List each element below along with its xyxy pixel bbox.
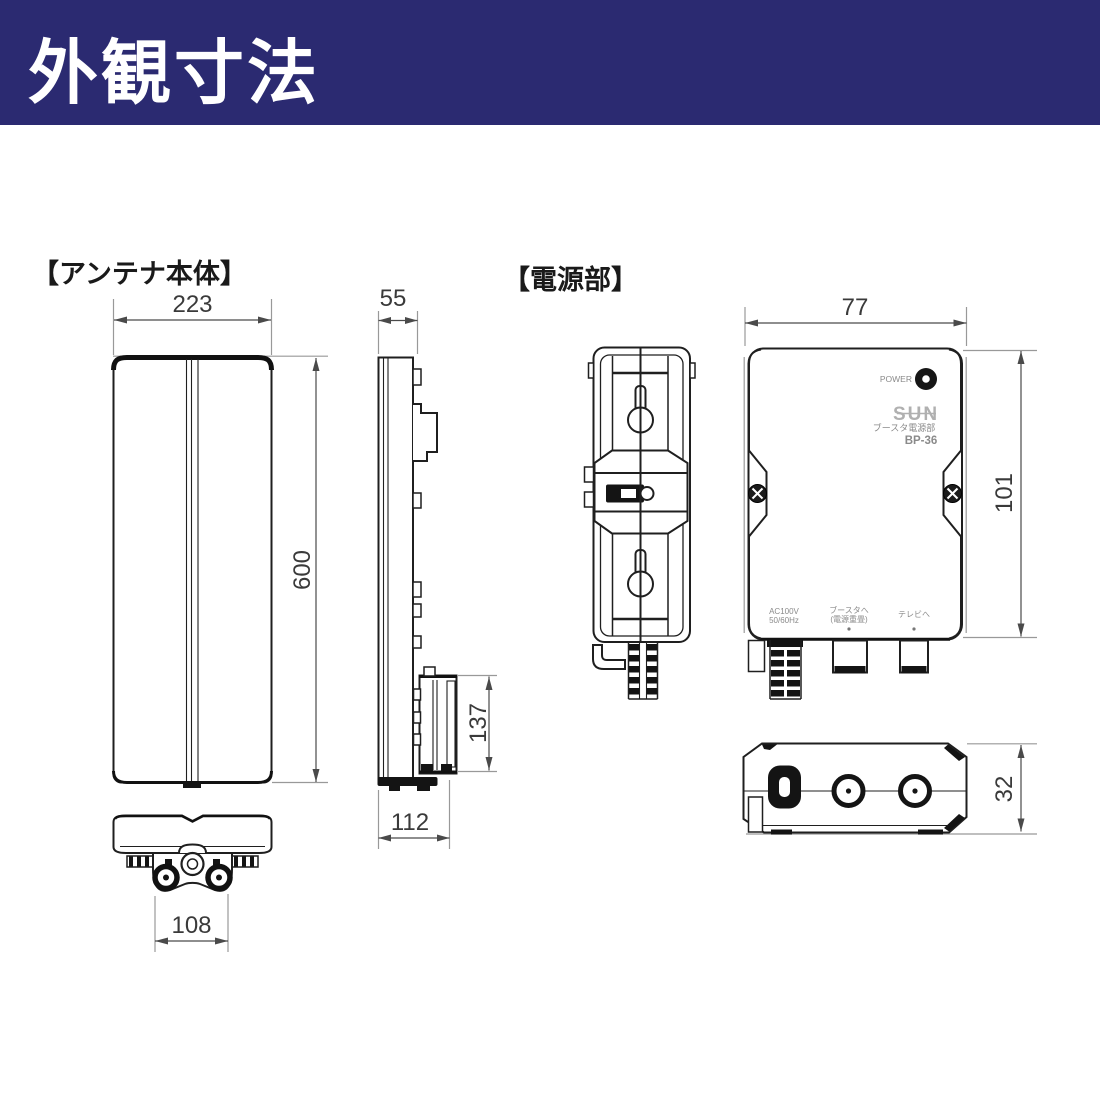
power-bottom-view: 32 (742, 742, 1037, 835)
booster-label-line2: (電源重畳) (830, 614, 868, 624)
antenna-front-view: 223 600 (111, 291, 328, 788)
screw-right (943, 484, 962, 503)
mast-hook (413, 403, 438, 462)
dim-antenna-width: 223 (172, 291, 212, 318)
ubolt-center-nut (180, 851, 205, 877)
coax-connector-booster (831, 774, 866, 808)
ac-label-line1: AC100V (769, 607, 799, 616)
page-title: 外観寸法 (28, 34, 320, 112)
section-label-antenna: 【アンテナ本体】 (32, 259, 247, 289)
power-cord-back (627, 642, 659, 700)
dim-antenna-depth: 55 (380, 285, 407, 312)
antenna-side-view: 55 137 112 (377, 285, 497, 849)
model-number: BP-36 (905, 435, 938, 447)
power-led-label: POWER (880, 374, 912, 384)
antenna-bottom-tab (183, 782, 201, 788)
screw-left (748, 484, 767, 503)
brand-logo: SUN (893, 404, 939, 425)
header-bar: 外観寸法 (0, 0, 1100, 125)
clamp-side-tab-right (231, 855, 259, 868)
power-led-icon (915, 368, 937, 390)
mast-clamp-section (583, 449, 689, 535)
clamp-side-tab-left (126, 855, 154, 868)
booster-label-line1: ブースタへ (829, 605, 869, 615)
coax-connector-tv (898, 774, 932, 808)
ac-label-line2: 50/60Hz (769, 616, 799, 625)
cable-hook (592, 644, 626, 670)
dim-psu-width: 77 (842, 294, 869, 321)
antenna-bottom-view: 108 (112, 814, 273, 952)
power-cord-exit (768, 765, 801, 809)
dim-bracket-height: 137 (465, 703, 492, 743)
tv-connector-stub (899, 639, 929, 674)
dim-psu-depth: 32 (991, 776, 1018, 803)
tv-label: テレビへ (898, 610, 930, 619)
dim-clamp-width: 108 (171, 912, 211, 939)
product-name: ブースタ電源部 (873, 422, 936, 433)
side-connector-bracket (412, 666, 458, 775)
section-label-power: 【電源部】 (503, 265, 638, 295)
dim-psu-height: 101 (991, 473, 1018, 513)
power-cord-front (767, 640, 803, 700)
booster-connector-stub (832, 639, 868, 674)
dim-antenna-height: 600 (289, 550, 316, 590)
dim-total-depth: 112 (391, 809, 429, 836)
power-back-view (583, 346, 696, 700)
power-front-view: POWER SUN ブースタ電源部 BP-36 AC100V 50/60Hz ブ… (743, 294, 1037, 700)
